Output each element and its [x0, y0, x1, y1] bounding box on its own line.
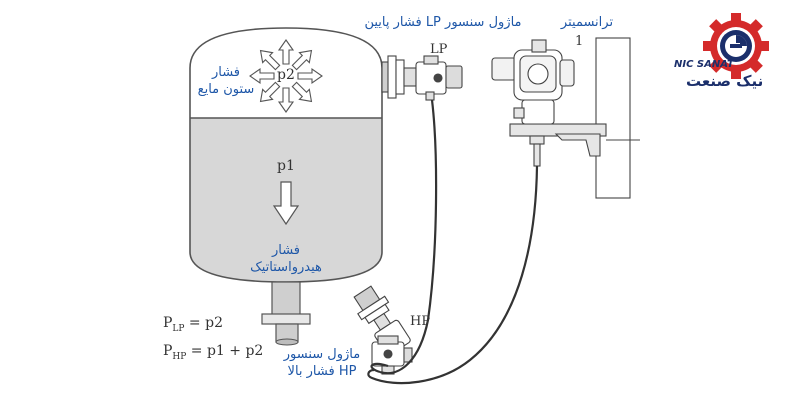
nic-sanat-logo: NIC SANAT نیک صنعت — [672, 12, 788, 98]
transmitter-title: ترانسمیتر — [560, 15, 614, 30]
hydrostatic-pressure-label: فشار هیدرواستاتیک — [236, 242, 336, 276]
mounting-bracket — [509, 123, 640, 157]
liquid-column-pressure-label: فشار ستون مایع — [196, 64, 256, 98]
transmitter-housing — [491, 39, 575, 167]
liquid-pressure-label: p1 — [277, 158, 295, 174]
mounting-post — [595, 37, 631, 199]
transmitter — [491, 37, 640, 199]
hydrostatic-arrow — [272, 181, 300, 226]
hp-tag: HP — [410, 314, 431, 329]
liquid-column-pressure-line1: فشار — [211, 65, 241, 80]
hp-module-title: ماژول سنسور HP فشار بالا — [276, 346, 368, 380]
lp-sensor-module — [381, 55, 463, 101]
lp-tag: LP — [430, 42, 448, 57]
bottom-outlet — [261, 281, 311, 346]
gas-pressure-arrows — [249, 39, 323, 113]
hp-cable — [370, 362, 389, 374]
lp-cable — [379, 99, 438, 375]
transmitter-number: 1 — [575, 34, 584, 49]
formula-hp-rhs: = p1 + p2 — [190, 343, 264, 359]
gas-pressure-label: p2 — [277, 67, 295, 83]
logo-latin-text: NIC SANAT — [674, 59, 734, 70]
formula-lp-symbol: P — [163, 315, 173, 331]
formula-lp-subscript: LP — [172, 323, 185, 334]
liquid-column-pressure-line2: ستون مایع — [197, 82, 255, 97]
logo-persian-text: نیک صنعت — [686, 72, 764, 90]
transmitter-cable — [367, 165, 539, 385]
hydrostatic-pressure-line1: فشار — [271, 243, 301, 258]
capillary-cables — [367, 99, 539, 385]
formula-lp-rhs: = p2 — [188, 315, 223, 331]
lp-module-title: ماژول سنسور LP فشار پایین — [364, 15, 522, 30]
formula-hp-symbol: P — [163, 343, 173, 359]
tank — [189, 27, 383, 346]
hydrostatic-pressure-line2: هیدرواستاتیک — [250, 260, 322, 275]
formula-hp: PHP = p1 + p2 — [163, 343, 263, 362]
formula-lp: PLP = p2 — [163, 315, 223, 334]
hp-module-title-line1: ماژول سنسور — [283, 347, 361, 362]
hp-module-title-line2: HP فشار بالا — [287, 364, 357, 379]
gear-logo-icon — [703, 13, 769, 79]
formula-hp-subscript: HP — [172, 351, 187, 362]
hp-sensor-module — [353, 285, 413, 375]
